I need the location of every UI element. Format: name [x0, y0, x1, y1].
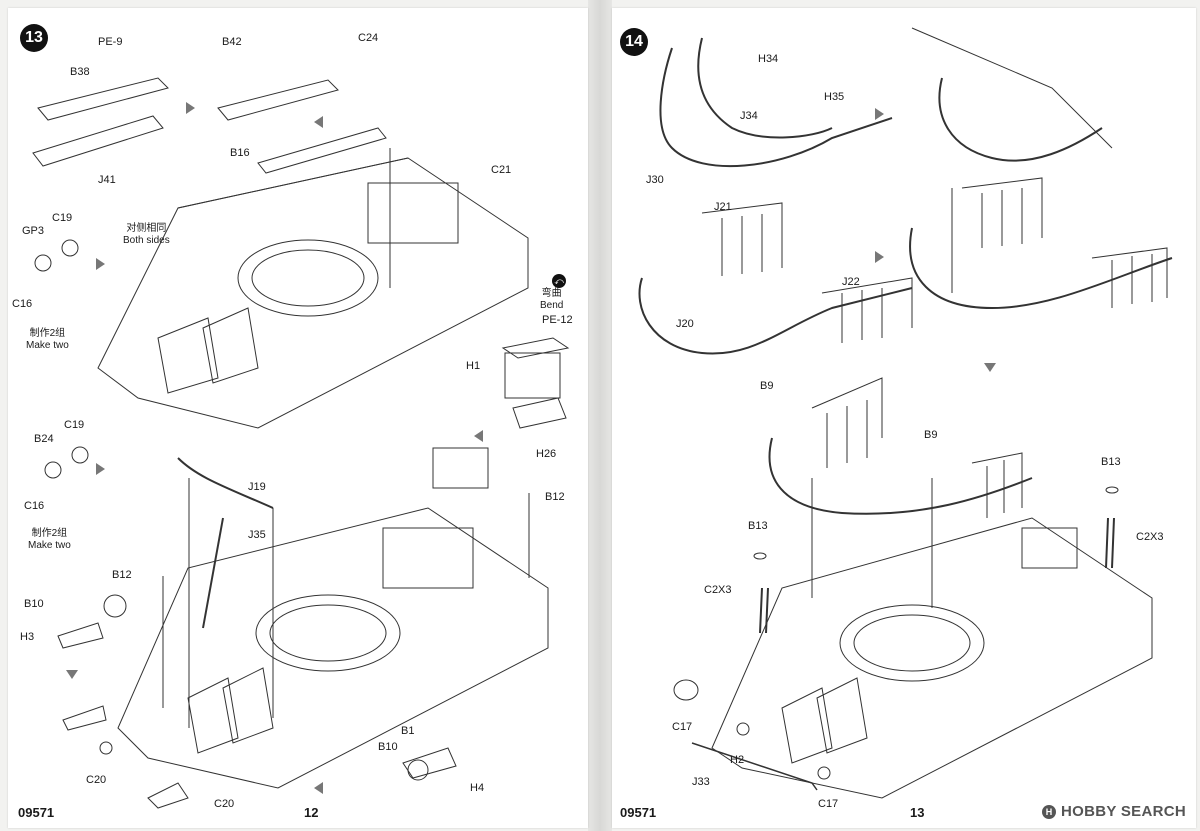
- part-label-c19-top: C19: [52, 212, 73, 224]
- note-make-two-bottom: 制作2组 Make two: [28, 528, 71, 552]
- part-label-b1: B1: [401, 725, 415, 737]
- hobby-search-logo-icon: H: [1041, 804, 1056, 819]
- part-label-b12-right: B12: [545, 491, 565, 503]
- part-label-c16-top: C16: [12, 298, 33, 310]
- part-label-c20-bottom: C20: [214, 798, 235, 810]
- part-label-b42: B42: [222, 36, 242, 48]
- part-label-j33: J33: [692, 776, 710, 788]
- part-label-b13-right: B13: [1101, 456, 1121, 468]
- arrow-down-icon: [66, 670, 78, 679]
- part-label-j19: J19: [248, 481, 266, 493]
- arrow-right-icon: [186, 102, 195, 114]
- arrow-right-icon: [96, 258, 105, 270]
- part-label-j20: J20: [676, 318, 694, 330]
- part-label-j30: J30: [646, 174, 664, 186]
- part-label-b10-left: B10: [24, 598, 44, 610]
- note-bend-cn: 弯曲: [541, 288, 562, 299]
- part-label-b13-left: B13: [748, 520, 768, 532]
- page-number: 13: [910, 805, 925, 820]
- part-label-j41: J41: [98, 174, 116, 186]
- note-both-sides-en: Both sides: [123, 235, 170, 246]
- step-13-badge: 13: [20, 24, 48, 52]
- note-bend-en: Bend: [540, 300, 564, 311]
- part-label-pe12: PE-12: [542, 314, 573, 326]
- part-label-c24: C24: [358, 32, 379, 44]
- book-gutter: [588, 0, 612, 831]
- bend-icon: ⤺: [552, 274, 566, 288]
- note-make-two-top: 制作2组 Make two: [26, 328, 69, 352]
- arrow-left-icon: [314, 782, 323, 794]
- instruction-page-13: 14 H34 H35 J34 J30 J21 J22 J20 B9 B9 B13…: [612, 8, 1196, 828]
- note-make-two-top-cn: 制作2组: [29, 328, 66, 339]
- part-label-h3: H3: [20, 631, 35, 643]
- part-label-c16-mid: C16: [24, 500, 45, 512]
- part-label-b9-right: B9: [924, 429, 938, 441]
- part-label-h34: H34: [758, 53, 779, 65]
- part-label-gp3: GP3: [22, 225, 45, 237]
- note-both-sides: 对侧相同 Both sides: [123, 223, 170, 247]
- part-label-c2x3-right: C2X3: [1136, 531, 1164, 543]
- step-14-badge: 14: [620, 28, 648, 56]
- part-label-pe9: PE-9: [98, 36, 123, 48]
- part-label-b38: B38: [70, 66, 90, 78]
- part-label-j34: J34: [740, 110, 758, 122]
- note-make-two-bottom-en: Make two: [28, 540, 71, 551]
- arrow-right-icon: [875, 251, 884, 263]
- note-make-two-top-en: Make two: [26, 340, 69, 351]
- part-label-c20-left: C20: [86, 774, 107, 786]
- part-label-b24: B24: [34, 433, 54, 445]
- part-label-c19-mid: C19: [64, 419, 85, 431]
- part-label-b9-left: B9: [760, 380, 774, 392]
- part-label-h4: H4: [470, 782, 485, 794]
- part-label-j35: J35: [248, 529, 266, 541]
- part-label-c21: C21: [491, 164, 512, 176]
- instruction-page-12: 13 PE-9 B38 J41 B42 C24 B16 C21 GP3 C19 …: [8, 8, 588, 828]
- note-both-sides-cn: 对侧相同: [126, 223, 167, 234]
- part-label-h26: H26: [536, 448, 557, 460]
- note-make-two-bottom-cn: 制作2组: [31, 528, 68, 539]
- part-label-h2: H2: [730, 754, 745, 766]
- part-label-b12-left: B12: [112, 569, 132, 581]
- step-13-line-art: [32, 77, 570, 809]
- part-label-j22: J22: [842, 276, 860, 288]
- note-bend: 弯曲 Bend: [540, 288, 563, 312]
- part-label-b16: B16: [230, 147, 250, 159]
- product-code: 09571: [18, 805, 55, 820]
- part-label-c2x3-left: C2X3: [704, 584, 732, 596]
- hobby-search-text: HOBBY SEARCH: [1060, 803, 1186, 820]
- part-label-h1: H1: [466, 360, 481, 372]
- arrow-down-icon: [984, 363, 996, 372]
- hobby-search-watermark: H HOBBY SEARCH: [1041, 803, 1186, 820]
- arrow-left-icon: [474, 430, 483, 442]
- product-code: 09571: [620, 805, 657, 820]
- arrow-right-icon: [96, 463, 105, 475]
- step-14-line-art: [638, 27, 1173, 799]
- part-label-j21: J21: [714, 201, 732, 213]
- part-label-b10-right: B10: [378, 741, 398, 753]
- part-label-c17-bottom: C17: [818, 798, 839, 810]
- arrow-left-icon: [314, 116, 323, 128]
- part-label-c17-left: C17: [672, 721, 693, 733]
- part-label-h35: H35: [824, 91, 845, 103]
- arrow-right-icon: [875, 108, 884, 120]
- page-number: 12: [304, 805, 319, 820]
